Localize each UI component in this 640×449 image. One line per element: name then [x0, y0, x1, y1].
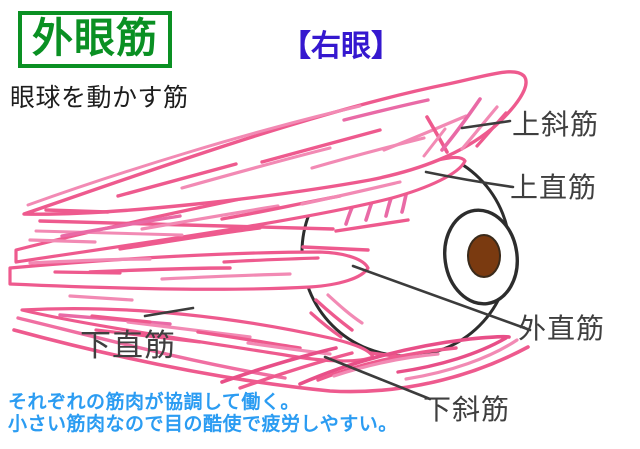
label-lateral-rectus: 外直筋 — [518, 313, 606, 344]
eye-side-heading: 【右眼】 — [281, 30, 401, 63]
label-inferior-rectus: 下直筋 — [80, 328, 176, 363]
subtitle: 眼球を動かす筋 — [10, 84, 189, 112]
label-superior-oblique: 上斜筋 — [512, 109, 600, 140]
inferior-oblique-muscle — [12, 316, 530, 394]
caption-line-1: それぞれの筋肉が協調して働く。 — [8, 392, 300, 413]
muscle-apex-fibers — [28, 208, 152, 324]
pupil — [467, 234, 501, 278]
pointer-lateral-rectus — [351, 264, 532, 332]
pointer-inferior-oblique — [323, 355, 432, 401]
caption-line-2: 小さい筋肉なので目の酷使で疲労しやすい。 — [8, 414, 398, 435]
pointer-inferior-rectus — [143, 306, 195, 318]
title-box: 外眼筋 — [18, 11, 172, 69]
page-title: 外眼筋 — [32, 15, 158, 61]
pointer-superior-rectus — [424, 170, 515, 189]
superior-oblique-muscle — [22, 70, 528, 216]
pointer-superior-oblique — [460, 119, 512, 130]
label-pointer-lines — [143, 119, 532, 401]
label-superior-rectus: 上直筋 — [510, 172, 598, 203]
label-inferior-oblique: 下斜筋 — [423, 394, 511, 425]
lateral-rectus-muscle — [8, 250, 370, 291]
